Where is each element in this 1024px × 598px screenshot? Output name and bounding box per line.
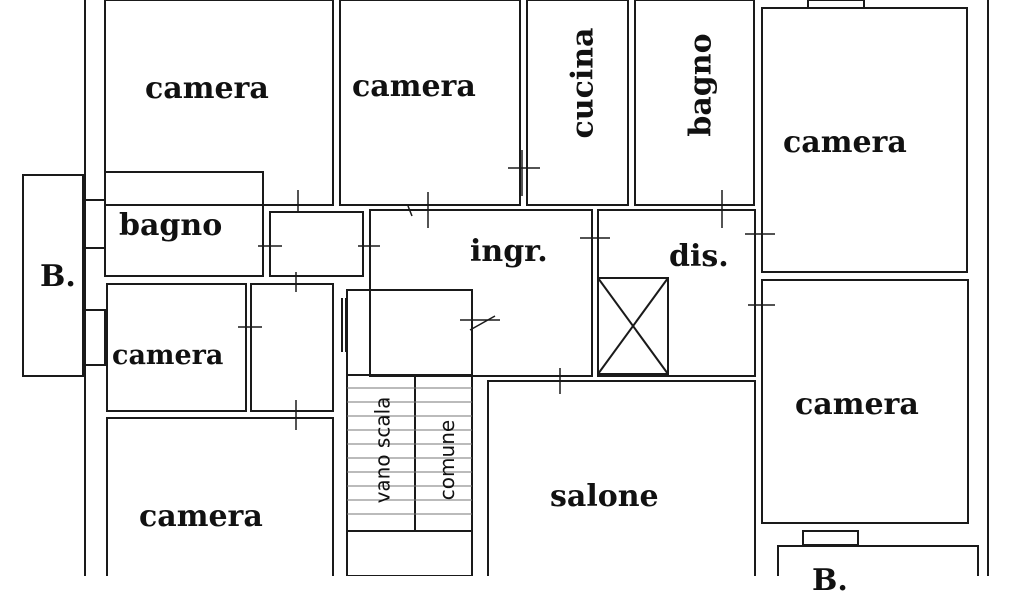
room-label-vano-scala: vano scala <box>370 396 395 504</box>
room-label-balcone-left: B. <box>40 259 76 294</box>
room-label-comune: comune <box>435 419 460 501</box>
closet-mid <box>250 283 334 412</box>
room-label-salone: salone <box>550 479 659 514</box>
room-label-balcone-right: B. <box>812 563 848 598</box>
room-camera-mid-left <box>106 283 247 412</box>
room-camera-top-mid <box>339 0 521 206</box>
room-disimpegno <box>597 209 756 377</box>
room-label-ingresso: ingr. <box>470 234 548 269</box>
room-label-camera-top-left: camera <box>145 71 269 106</box>
floor-plan <box>22 0 989 576</box>
room-label-camera-top-right: camera <box>783 125 907 160</box>
room-vano-scala <box>346 289 473 576</box>
room-label-camera-top-mid: camera <box>352 69 476 104</box>
balcony-right <box>777 545 979 576</box>
room-label-camera-mid-right: camera <box>795 387 919 422</box>
room-camera-bottom-left <box>106 417 334 576</box>
room-label-disimpegno: dis. <box>669 239 729 274</box>
room-salone <box>487 380 756 576</box>
room-label-camera-bottom-left: camera <box>139 499 263 534</box>
room-ingresso <box>369 209 593 377</box>
room-label-cucina: cucina <box>565 27 601 139</box>
shaft <box>597 277 669 375</box>
room-label-bagno-left: bagno <box>119 208 223 243</box>
room-label-bagno-top: bagno <box>683 33 719 137</box>
room-camera-mid-right <box>761 279 969 524</box>
room-cucina <box>526 0 629 206</box>
closet-small <box>269 211 364 277</box>
room-label-camera-mid-left: camera <box>112 340 224 371</box>
balcony-left <box>22 174 84 377</box>
room-bagno-top <box>634 0 755 206</box>
room-camera-top-left <box>104 0 334 206</box>
